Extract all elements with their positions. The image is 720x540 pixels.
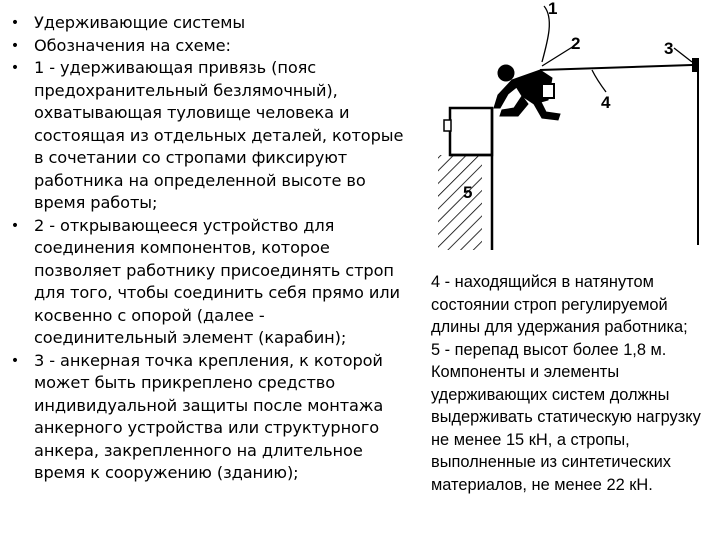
leader-1 — [541, 5, 550, 63]
list-item-text: Обозначения на схеме: — [34, 35, 231, 55]
roof-slab — [448, 106, 494, 157]
bullet-icon: • — [10, 37, 20, 54]
scheme-label-4: 4 — [601, 93, 611, 112]
legend-paragraph-5: 5 - перепад высот более 1,8 м. Компонент… — [431, 340, 701, 494]
leader-2 — [541, 45, 575, 67]
leader-4 — [591, 69, 607, 93]
bullet-icon: • — [10, 60, 20, 76]
legend-paragraph-4: 4 - находящийся в натянутом состоянии ст… — [431, 273, 688, 336]
scheme-label-2: 2 — [571, 34, 580, 53]
scheme-label-1: 1 — [548, 0, 557, 18]
scheme-label-5: 5 — [463, 183, 472, 202]
list-item-text: 2 - открывающееся устройство для соедине… — [34, 215, 400, 348]
list-item: • 1 - удерживающая привязь (пояс предохра… — [8, 57, 408, 215]
list-item-text: Удерживающие системы — [34, 13, 246, 32]
list-item: • Обозначения на схеме: — [8, 35, 408, 58]
list-item-text: 3 - анкерная точка крепления, к которой … — [34, 350, 384, 483]
restraint-system-scheme: 1 2 3 4 5 — [438, 0, 699, 250]
scheme-label-3: 3 — [664, 39, 673, 58]
worker-figure — [493, 64, 561, 121]
lanyard-line — [539, 64, 693, 71]
wall-hatch — [438, 155, 482, 250]
definitions-list: • Удерживающие системы • Обозначения на сх… — [8, 12, 408, 485]
legend-continuation: 4 - находящийся в натянутом состоянии ст… — [431, 271, 706, 496]
bullet-icon: • — [10, 15, 20, 31]
list-item: • 2 - открывающееся устройство для соедин… — [8, 215, 408, 350]
list-item: • Удерживающие системы — [8, 12, 408, 35]
list-item: • 3 - анкерная точка крепления, к которой… — [8, 350, 408, 485]
bullet-icon: • — [10, 217, 20, 234]
bullet-icon: • — [10, 352, 20, 369]
leader-3 — [673, 47, 693, 63]
list-item-text: 1 - удерживающая привязь (пояс предохран… — [34, 58, 404, 212]
